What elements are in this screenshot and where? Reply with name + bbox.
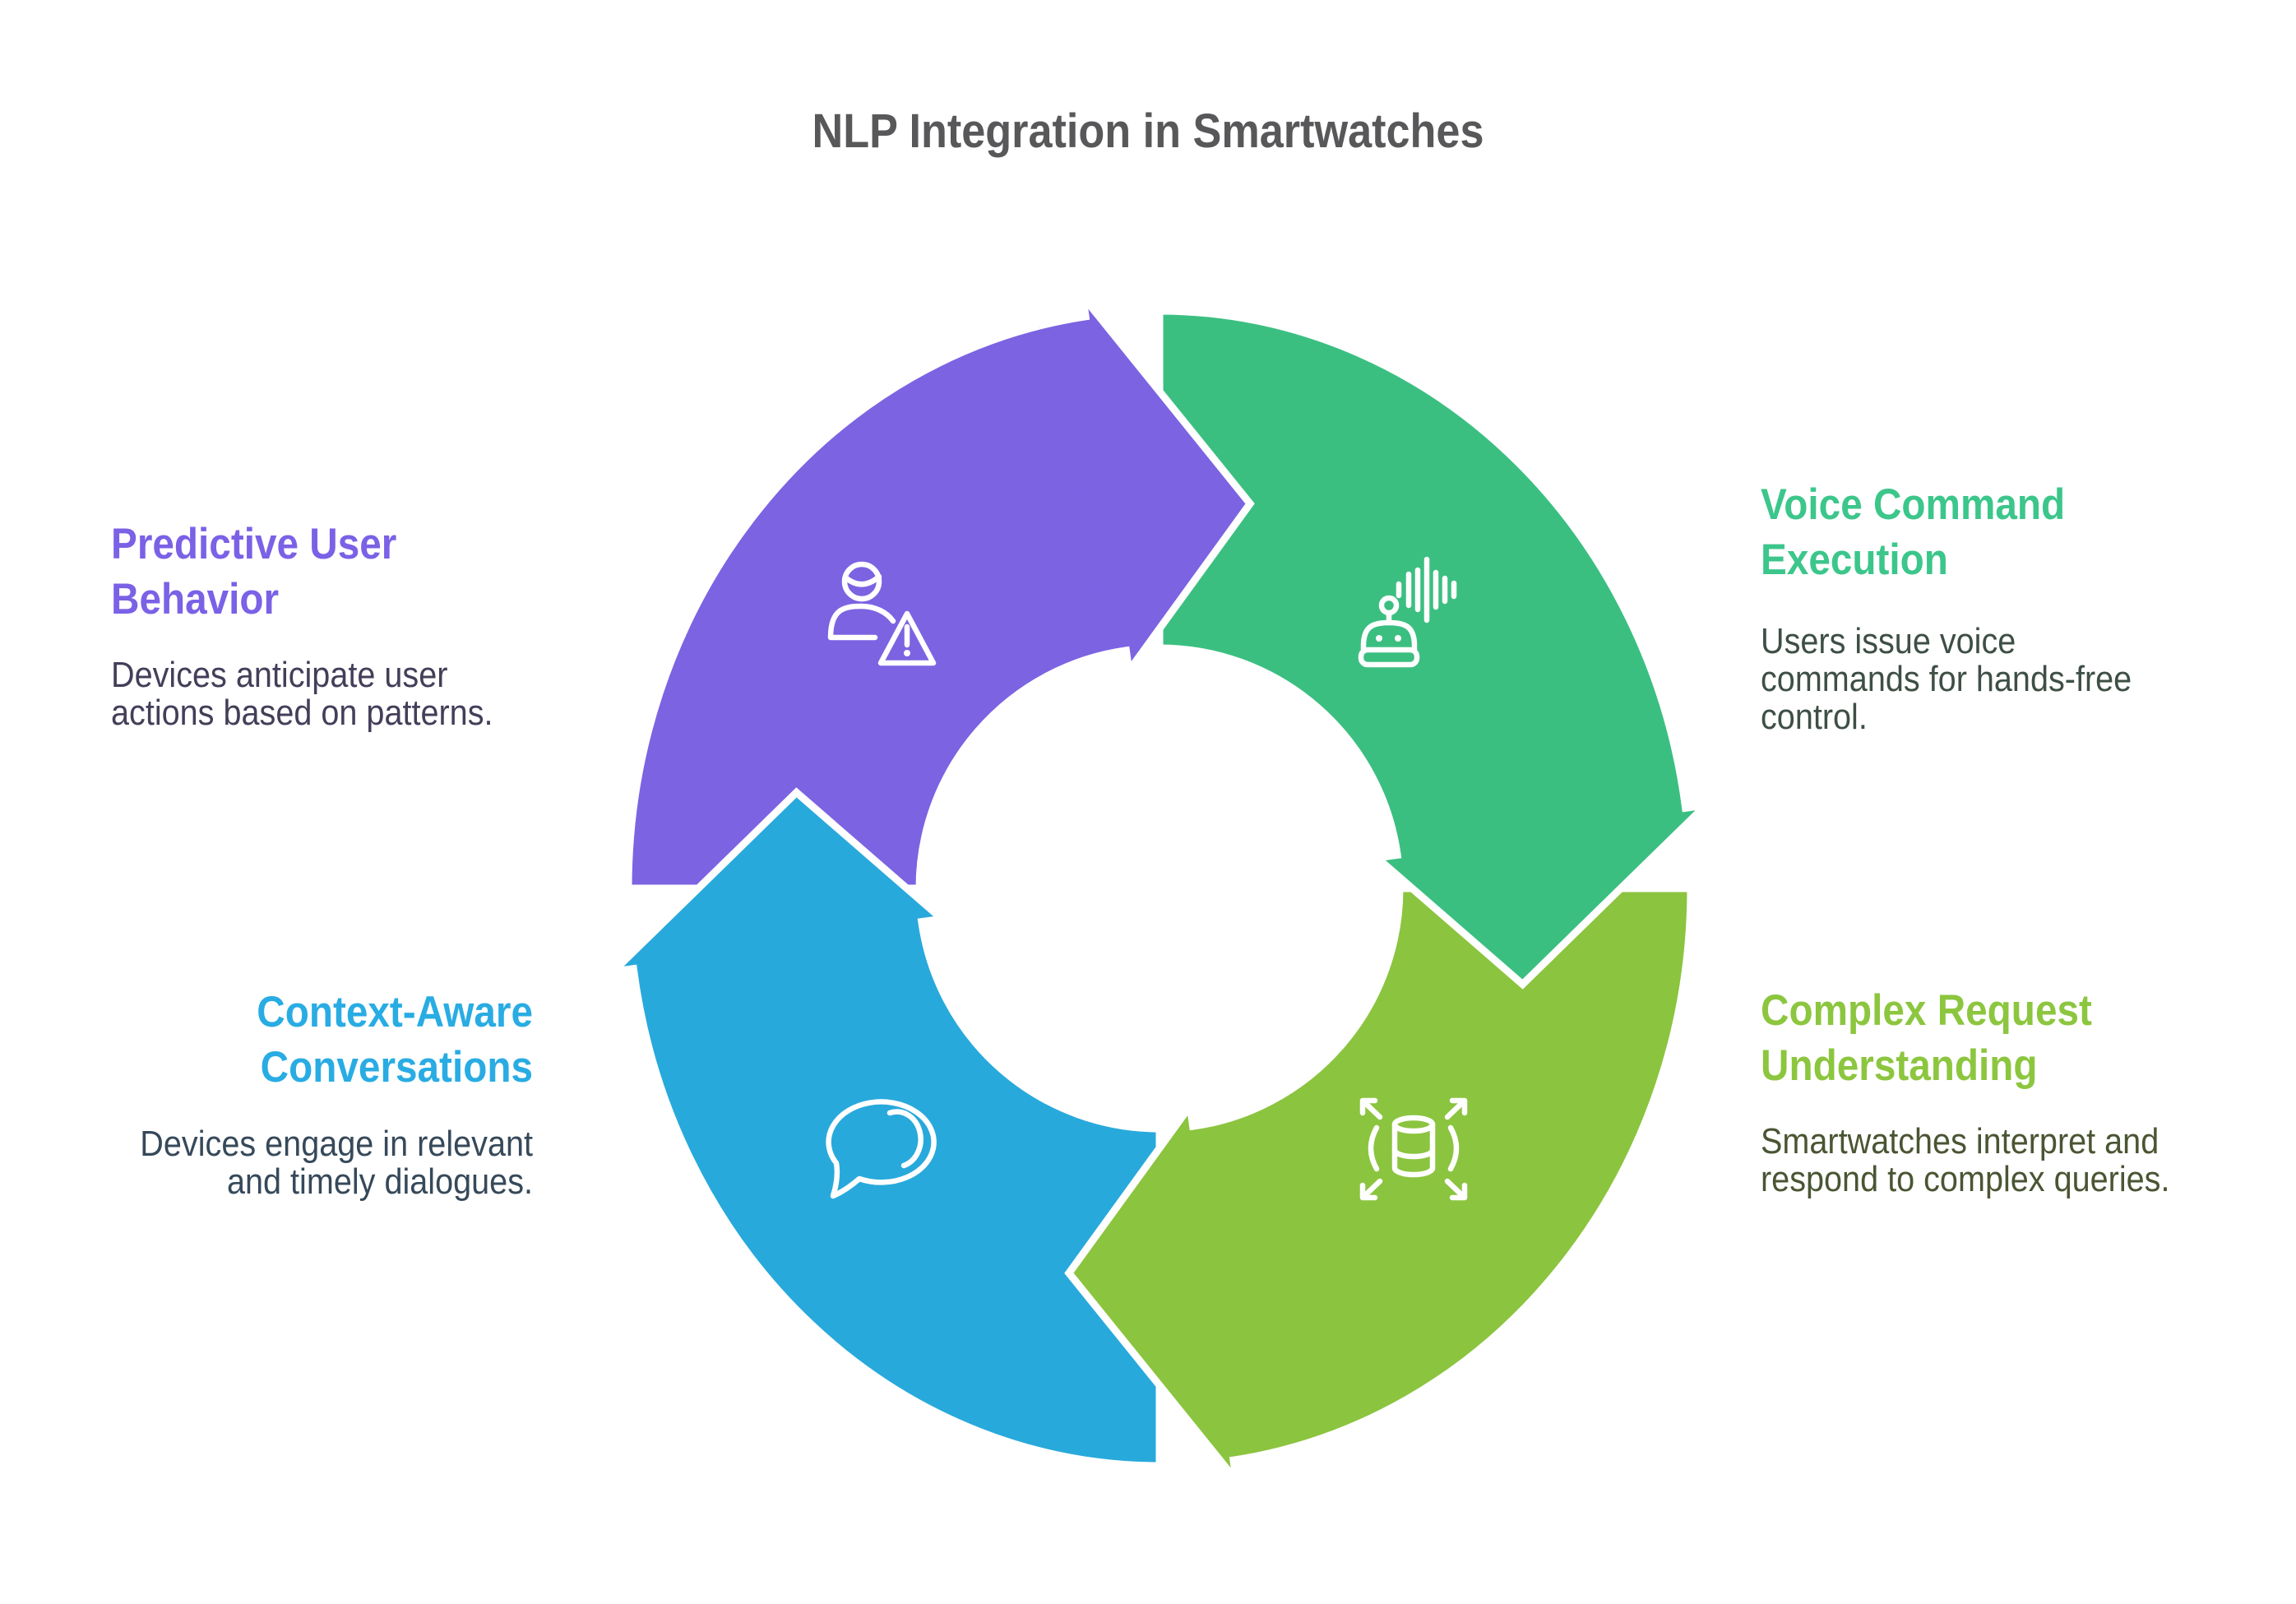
context-description: Devices engage in relevant and timely di… (140, 1124, 533, 1202)
segment-context-arrow (602, 787, 1164, 1470)
voice-description: Users issue voice commands for hands-fre… (1761, 621, 2132, 737)
speech-bubble-icon (826, 1099, 937, 1199)
robot-voice-icon (1358, 556, 1457, 668)
data-expand-icon (1359, 1097, 1468, 1201)
complex-heading: Complex Request Understanding (1761, 986, 2092, 1090)
complex-description: Smartwatches interpret and respond to co… (1761, 1121, 2170, 1199)
predictive-heading: Predictive User Behavior (111, 520, 397, 624)
page-title: NLP Integration in Smartwatches (812, 104, 1484, 158)
user-alert-icon (827, 561, 937, 666)
predictive-description: Devices anticipate user actions based on… (111, 655, 493, 733)
voice-heading: Voice Command Execution (1761, 480, 2066, 584)
context-heading: Context-Aware Conversations (257, 988, 533, 1092)
